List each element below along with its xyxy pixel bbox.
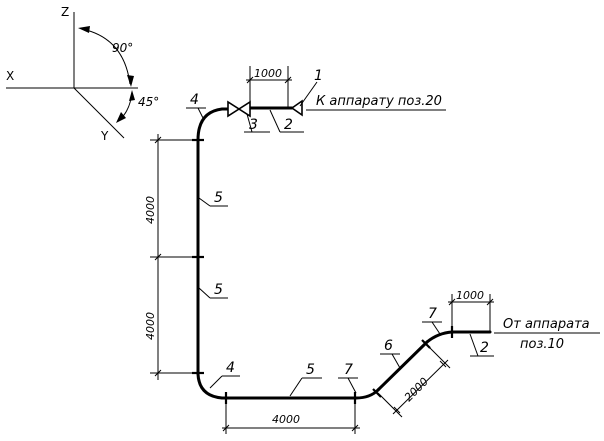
position-7-right: 7 [428,306,437,322]
leader-2-right [469,333,479,357]
angle-90-arrow-start [78,26,90,33]
valve-left-triangle [227,100,241,118]
angle-90-label: 90° [112,41,133,55]
pipe-diagonal [376,340,429,392]
dim-bottom-tick [351,424,359,432]
position-5-lower: 5 [214,282,223,298]
dim-diag-line [392,359,449,415]
leader-5-upper [198,197,211,207]
dim-vertical-lower: 4000 [144,312,157,340]
valve-right-triangle [237,100,251,118]
valve-symbol [227,100,251,118]
position-callouts: 1 2 3 4 5 5 4 5 7 6 [186,68,494,397]
position-4-top: 4 [190,92,199,108]
leader-3 [246,113,253,133]
dim-right-tick [486,298,494,306]
leader-7-left [347,377,357,394]
pipe-upper-branch [196,107,230,142]
dim-diagonal: 2000 [402,375,431,404]
dim-vert-tick [154,136,162,144]
dim-top-tick [246,76,254,84]
angle-45-arrow-start [129,90,135,101]
pipe-bend-to-right [425,330,454,344]
leader-2-top [269,109,281,133]
position-2-right: 2 [480,340,489,356]
position-6: 6 [384,338,393,354]
leader-5-bottom [289,377,303,397]
dim-diag-ext-a [377,392,403,418]
end-cone-symbol [290,99,303,117]
caption-from-apparatus-line2: поз.10 [520,337,564,352]
dim-vert-tick [154,369,162,377]
leader-4-top [197,107,204,119]
dim-diag-tick [439,360,447,368]
flange [372,388,382,398]
axes-group: Z X Y 90° 45° [6,5,159,143]
pipeline-route [196,106,492,400]
position-2-top: 2 [284,117,293,133]
position-1: 1 [314,68,323,84]
y-axis-label: Y [100,129,109,143]
angle-90-arc [81,28,131,85]
dimensions-group: 1000 4000 4000 4000 2000 1000 [144,66,494,434]
leader-7-right [431,321,441,335]
pipe-bottom-bend [196,372,224,400]
captions-group: К аппарату поз.20 От аппарата поз.10 [306,94,600,352]
position-4-bottom: 4 [226,360,235,376]
dim-horizontal-bottom: 4000 [272,413,300,426]
y-axis-line [73,87,125,139]
dim-vertical-upper: 4000 [144,196,157,224]
z-axis-label: Z [61,5,69,19]
dim-vert-tick [154,253,162,261]
position-3: 3 [249,117,258,133]
dim-top-tick [284,76,292,84]
dim-diag-tick [393,406,401,414]
x-axis-label: X [6,69,14,83]
angle-45-arrow-end [116,112,126,123]
leader-6 [391,353,401,369]
caption-from-apparatus-line1: От аппарата [503,317,590,332]
dim-right-tick [448,298,456,306]
dim-top-length: 1000 [254,67,282,80]
leader-1 [299,81,318,107]
position-5-bottom: 5 [306,362,315,378]
angle-45-label: 45° [138,95,159,109]
position-7-left: 7 [344,362,353,378]
angle-90-arrow-end [127,75,134,87]
position-5-upper: 5 [214,190,223,206]
leader-5-lower [198,287,211,299]
dim-diag-ext-b [425,343,451,369]
caption-to-apparatus: К аппарату поз.20 [316,94,442,109]
dim-right-length: 1000 [456,289,484,302]
leader-4-bottom [209,375,223,389]
dim-bottom-tick [222,424,230,432]
